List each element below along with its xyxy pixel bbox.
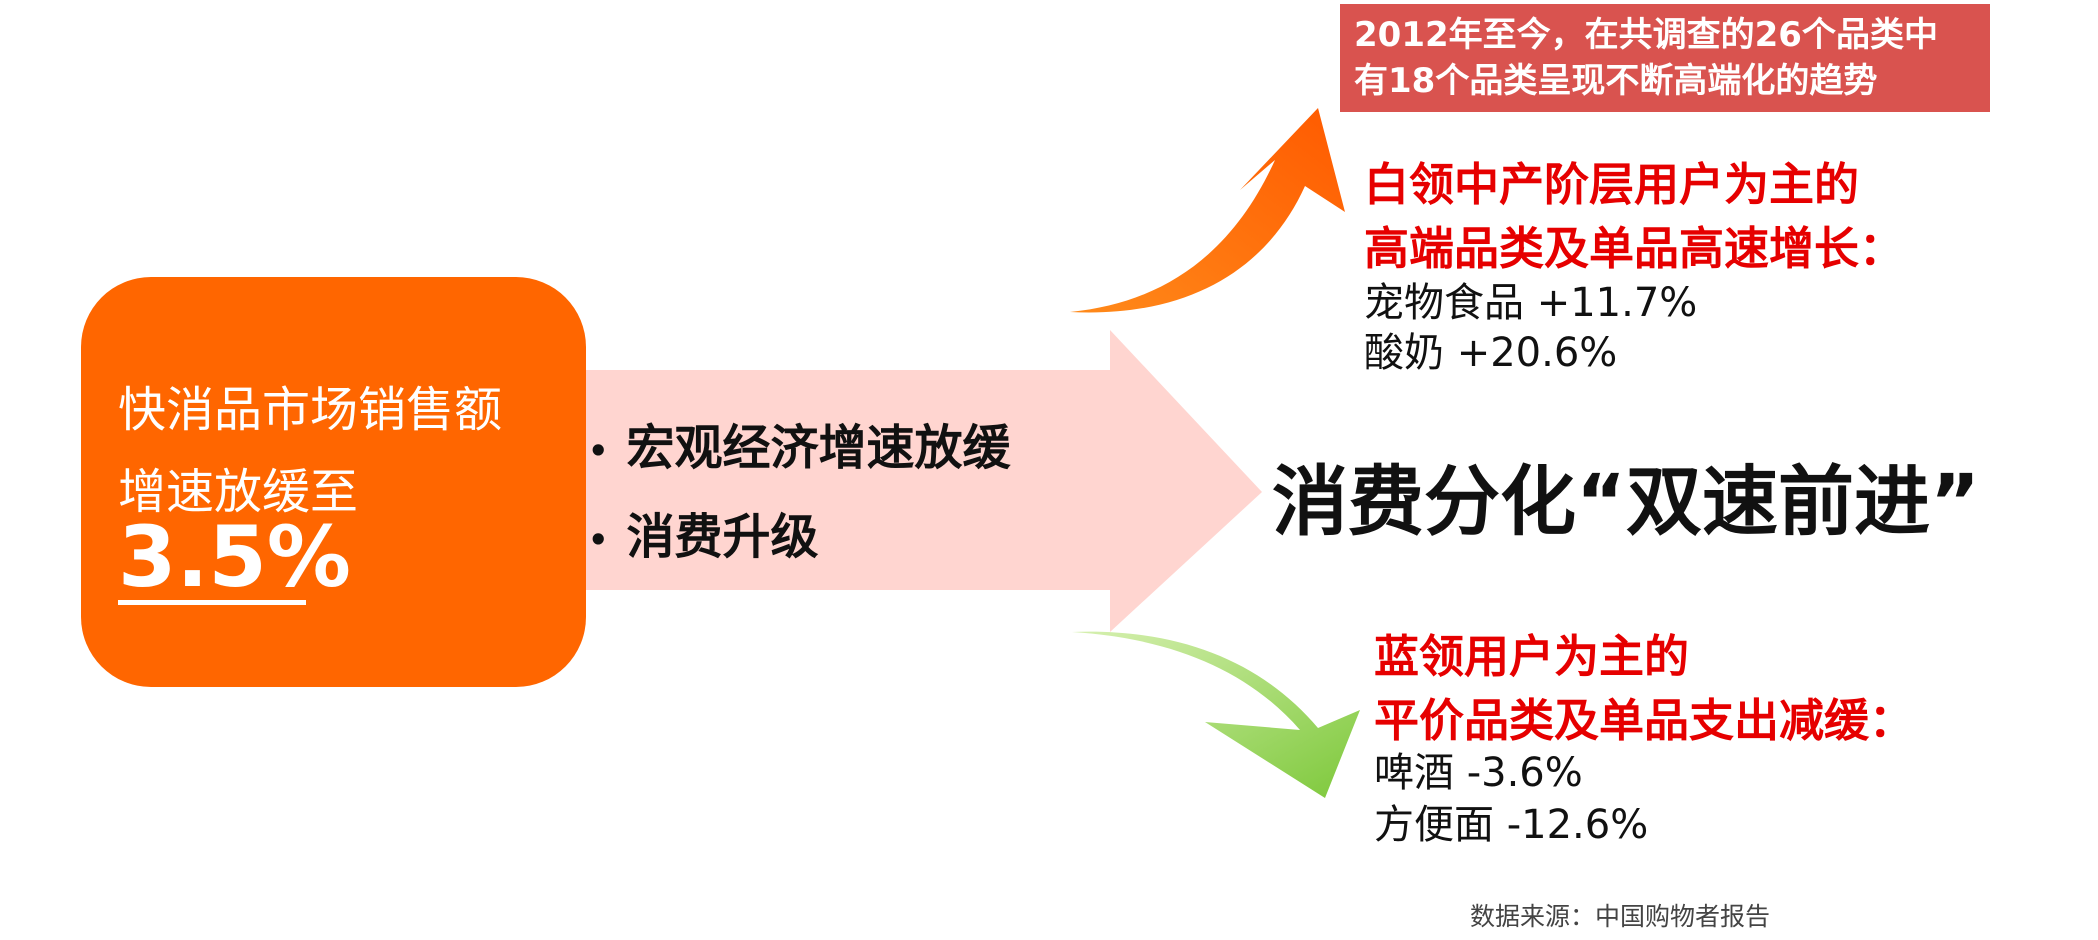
curved-up-arrow-icon	[1070, 108, 1345, 313]
bullet-item-macro-slowdown: • 宏观经济增速放缓	[588, 408, 1010, 478]
lower-branch-item: 啤酒 -3.6%	[1374, 750, 1583, 796]
market-growth-box	[81, 277, 586, 687]
value-underline	[118, 600, 306, 605]
trend-banner: 2012年至今，在共调查的26个品类中 有18个品类呈现不断高端化的趋势	[1340, 4, 1990, 112]
right-arrow-shape	[560, 330, 1262, 632]
banner-line1: 2012年至今，在共调查的26个品类中	[1354, 15, 1938, 55]
market-growth-label-line2: 增速放缓至	[118, 464, 359, 520]
data-source-note: 数据来源：中国购物者报告	[1470, 902, 1771, 931]
upper-branch-item: 宠物食品 +11.7%	[1364, 280, 1698, 326]
market-growth-value: 3.5%	[118, 508, 351, 606]
headline: 消费分化“双速前进”	[1272, 457, 1980, 546]
lower-branch-item: 方便面 -12.6%	[1374, 802, 1649, 848]
curved-down-arrow-icon	[1072, 631, 1360, 798]
lower-branch-heading-line1: 蓝领用户为主的	[1374, 630, 1690, 683]
bullet-text: 消费升级	[626, 509, 819, 565]
market-growth-label-line1: 快消品市场销售额	[118, 382, 503, 438]
bullet-text: 宏观经济增速放缓	[626, 420, 1011, 476]
lower-branch-heading-line2: 平价品类及单品支出减缓：	[1374, 694, 1915, 747]
upper-branch-heading-line1: 白领中产阶层用户为主的	[1364, 158, 1860, 211]
upper-branch-item: 酸奶 +20.6%	[1364, 330, 1618, 376]
upper-branch-heading-line2: 高端品类及单品高速增长：	[1364, 222, 1905, 275]
bullet-dot: •	[588, 521, 609, 559]
banner-line2: 有18个品类呈现不断高端化的趋势	[1354, 61, 1878, 101]
bullet-dot: •	[588, 432, 609, 470]
bullet-item-consumption-upgrade: • 消费升级	[588, 497, 818, 567]
